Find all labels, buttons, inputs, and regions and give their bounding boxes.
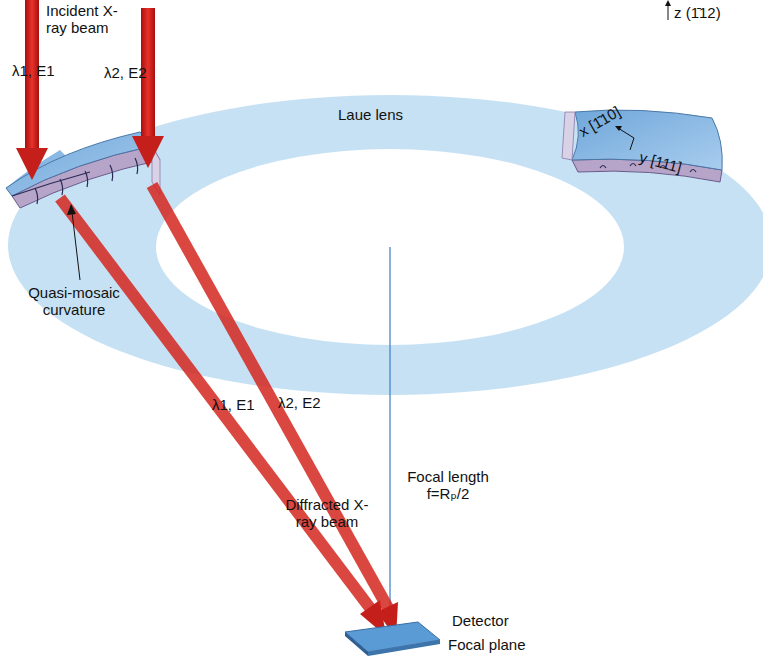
label: z (1̄12) [674, 4, 721, 21]
label: λ1, E1 [12, 62, 55, 79]
label: Laue lens [338, 106, 403, 123]
right-crystal [562, 0, 722, 182]
diffracted-beams [60, 185, 398, 638]
label: Focal length f=Rₚ/2 [398, 468, 498, 503]
leader-line [72, 212, 80, 280]
focal-axis [389, 247, 390, 622]
label: Incident X-ray beam [46, 2, 136, 37]
detector [345, 622, 440, 656]
label: λ1, E1 [212, 396, 255, 413]
label: Detector [452, 612, 509, 629]
label: Focal plane [448, 636, 526, 653]
label: Diffracted X-ray beam [282, 496, 372, 531]
label: Quasi-mosaic curvature [14, 284, 134, 319]
leader-head [67, 204, 76, 215]
label: λ2, E2 [104, 64, 147, 81]
incident-beams [16, 0, 164, 180]
label: λ2, E2 [278, 394, 321, 411]
